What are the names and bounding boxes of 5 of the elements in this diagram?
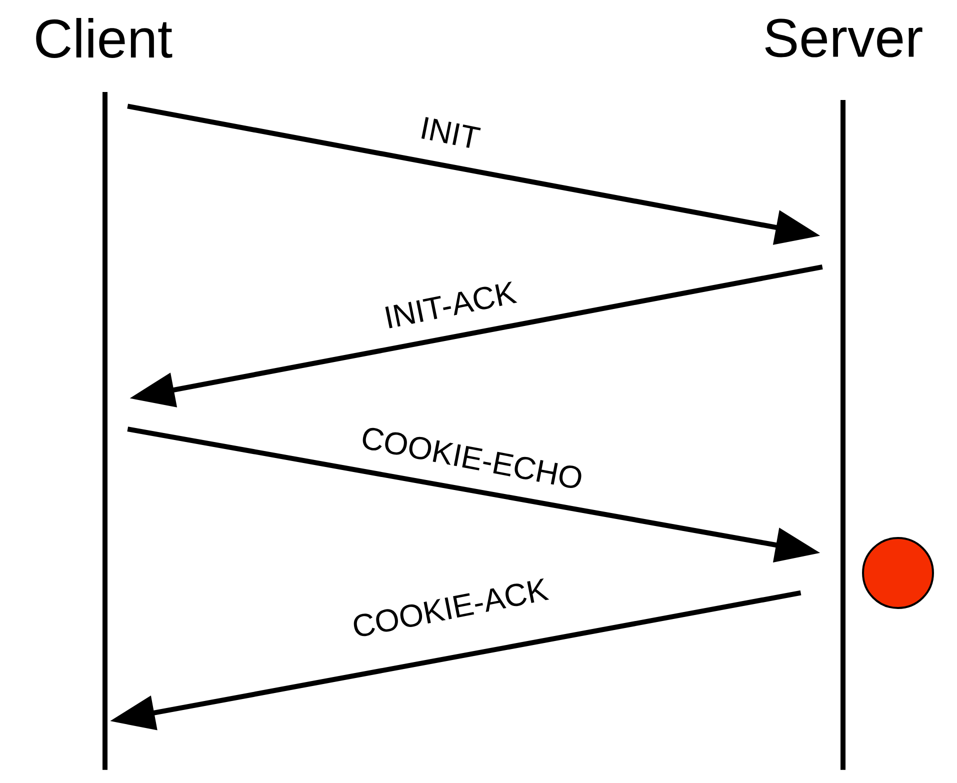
participant-label: Server [765,18,922,58]
dot-marker [862,537,934,609]
participant-label: Client [36,18,172,58]
edge-label: INIT [421,117,481,148]
edge-label: INIT-ACK [385,281,518,328]
